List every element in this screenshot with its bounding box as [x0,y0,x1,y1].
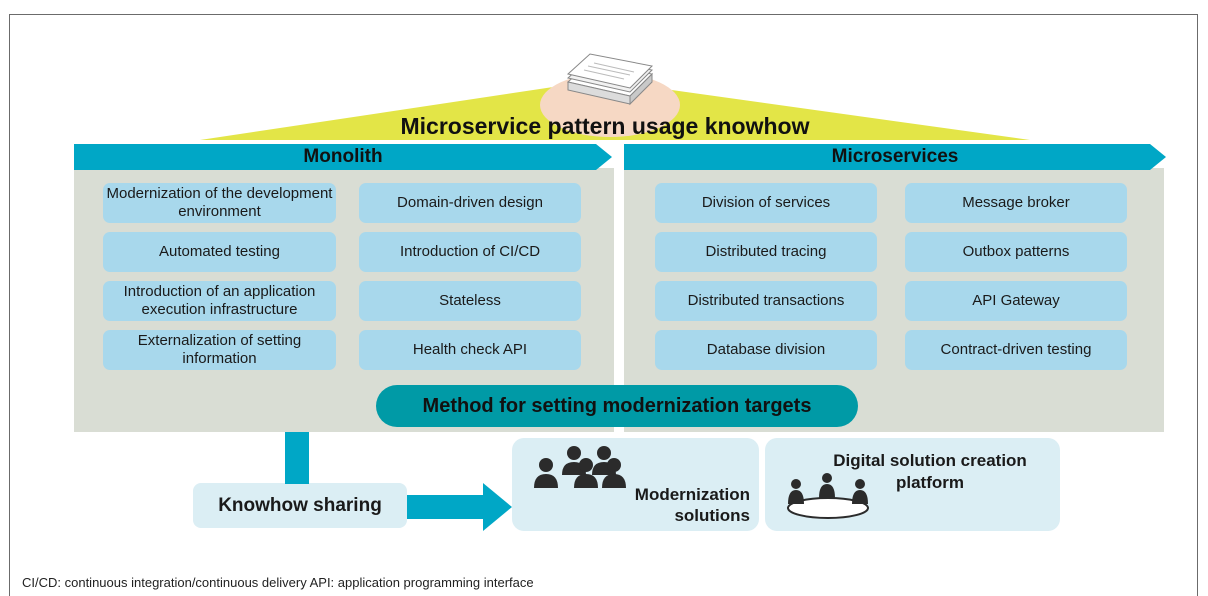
monolith-item: Introduction of an application execution… [103,281,336,321]
microservices-item: Contract-driven testing [905,330,1127,370]
digital-platform-label: Digital solution creation platform [833,451,1027,492]
monolith-item: Stateless [359,281,581,321]
microservices-item: Database division [655,330,877,370]
meeting-table-icon [787,473,869,519]
monolith-header: Monolith [74,144,612,170]
monolith-item: Modernization of the development environ… [103,183,336,223]
monolith-item: Health check API [359,330,581,370]
microservices-item: API Gateway [905,281,1127,321]
monolith-item: Automated testing [103,232,336,272]
knowhow-arrow [285,432,512,531]
footnote: CI/CD: continuous integration/continuous… [22,575,534,590]
microservices-item: Distributed tracing [655,232,877,272]
method-pill: Method for setting modernization targets [376,385,858,427]
main-title: Microservice pattern usage knowhow [400,113,810,139]
modernization-solutions-label: Modernization solutions [634,485,750,525]
diagram-frame [9,14,1198,596]
monolith-item: Externalization of setting information [103,330,336,370]
microservices-item: Distributed transactions [655,281,877,321]
microservices-item: Division of services [655,183,877,223]
monolith-item: Introduction of CI/CD [359,232,581,272]
document-stack-icon [566,53,654,106]
microservices-item: Outbox patterns [905,232,1127,272]
microservices-item: Message broker [905,183,1127,223]
people-group-icon [534,446,626,488]
knowhow-sharing-label: Knowhow sharing [218,495,382,516]
monolith-item: Domain-driven design [359,183,581,223]
microservices-header: Microservices [624,144,1166,170]
knowhow-sharing-box [193,483,407,528]
